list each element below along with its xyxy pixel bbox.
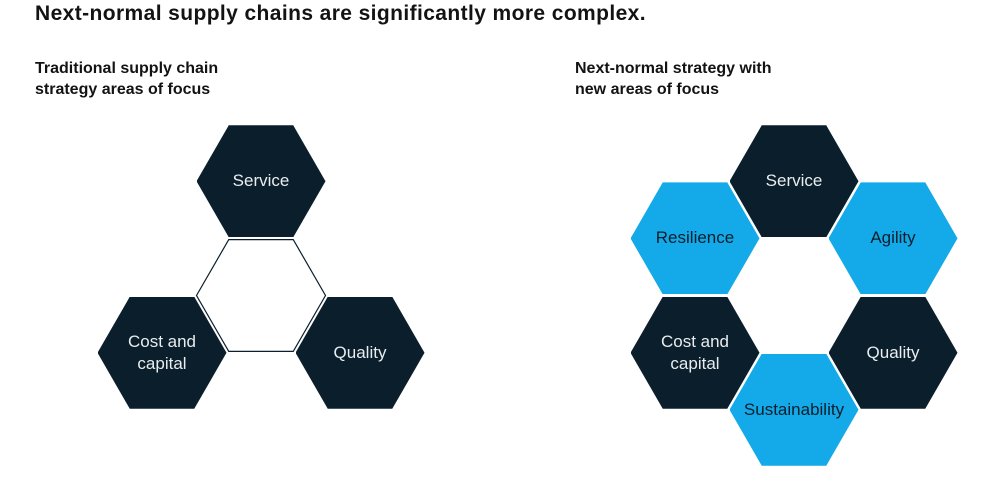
hexagon-service-traditional: Service: [196, 125, 326, 238]
hexagon-label: Cost and capital: [660, 331, 730, 373]
center-outline-hexagon: [195, 239, 327, 353]
hexagon-label: Cost and capital: [127, 331, 197, 373]
hexagon-label: Sustainability: [743, 399, 845, 419]
outline-hexagon-shape: [195, 239, 327, 353]
hexagon-label: Agility: [870, 228, 916, 248]
hexagon-label: Quality: [333, 342, 387, 362]
page-title: Next-normal supply chains are significan…: [35, 2, 646, 25]
hexagon-label: Service: [765, 171, 823, 191]
hexagon-label: Resilience: [655, 228, 735, 248]
hexagon-service-next-normal: Service: [729, 125, 859, 238]
traditional-panel-subtitle: Traditional supply chain strategy areas …: [35, 60, 219, 98]
hexagon-label: Quality: [866, 342, 920, 362]
next-normal-panel-subtitle: Next-normal strategy with new areas of f…: [575, 60, 772, 98]
hexagon-label: Service: [232, 171, 290, 191]
